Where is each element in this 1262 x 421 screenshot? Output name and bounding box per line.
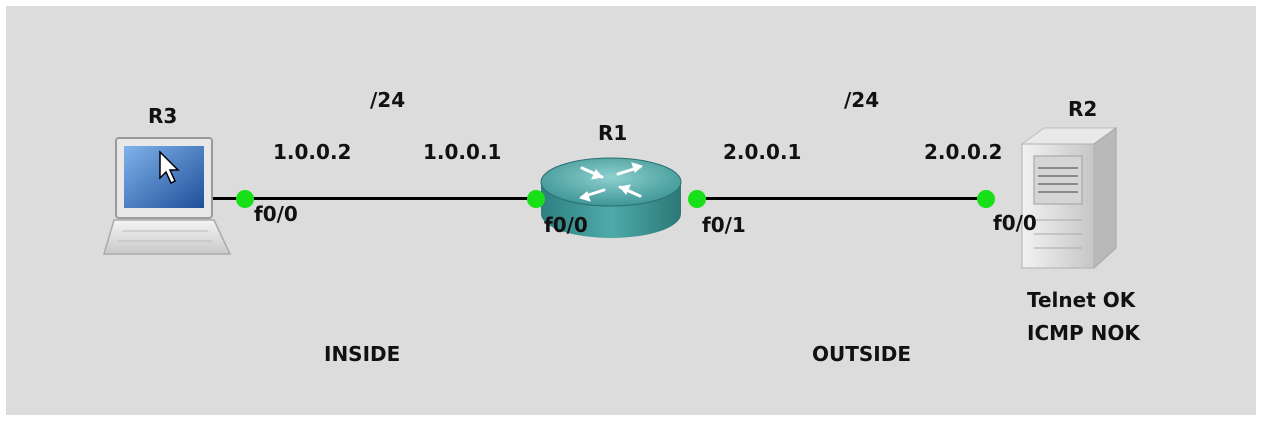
- port-r2-f0-0-status: [977, 190, 995, 208]
- if-r1-f0-1: f0/1: [702, 213, 746, 237]
- node-r2-name: R2: [1068, 97, 1098, 121]
- r2-status-icmp: ICMP NOK: [1027, 321, 1140, 345]
- if-r1-f0-0: f0/0: [544, 213, 588, 237]
- laptop-icon: [102, 137, 232, 255]
- node-r1[interactable]: [536, 154, 686, 244]
- router-icon: [540, 157, 682, 238]
- port-r3-f0-0-status: [236, 190, 254, 208]
- ip-r1-f0-0: 1.0.0.1: [423, 140, 502, 164]
- topology-canvas: R3: [6, 6, 1256, 415]
- node-r3[interactable]: [102, 136, 232, 261]
- link-inside-mask: /24: [370, 88, 406, 112]
- link-inside[interactable]: [212, 197, 536, 200]
- link-outside[interactable]: [691, 197, 991, 200]
- port-r1-f0-0-status: [527, 190, 545, 208]
- server-icon: [1020, 127, 1118, 270]
- if-r3-f0-0: f0/0: [254, 202, 298, 226]
- node-r3-name: R3: [148, 104, 178, 128]
- zone-inside-label: INSIDE: [324, 342, 401, 366]
- zone-outside-label: OUTSIDE: [812, 342, 911, 366]
- ip-r3-f0-0: 1.0.0.2: [273, 140, 352, 164]
- ip-r1-f0-1: 2.0.0.1: [723, 140, 802, 164]
- node-r2[interactable]: [1014, 124, 1124, 274]
- link-outside-mask: /24: [844, 88, 880, 112]
- node-r1-name: R1: [598, 121, 628, 145]
- r2-status-telnet: Telnet OK: [1027, 288, 1136, 312]
- if-r2-f0-0: f0/0: [993, 211, 1037, 235]
- port-r1-f0-1-status: [688, 190, 706, 208]
- ip-r2-f0-0: 2.0.0.2: [924, 140, 1003, 164]
